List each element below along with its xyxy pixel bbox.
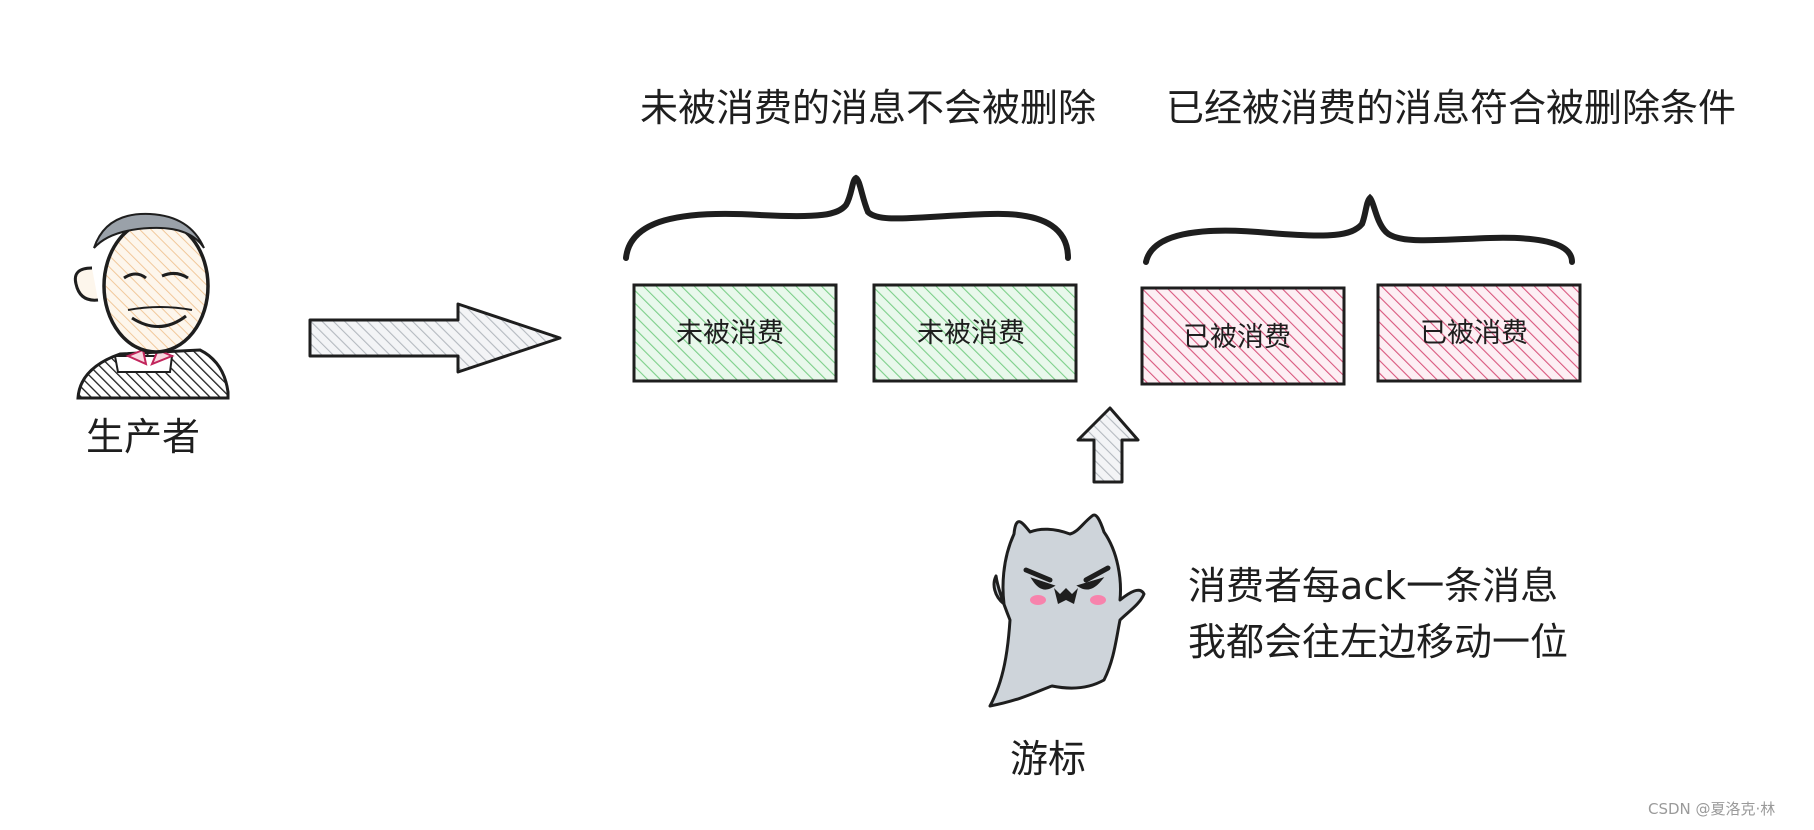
watermark-text: CSDN @夏洛克·林 bbox=[1648, 800, 1776, 818]
cursor-note-line1: 消费者每ack一条消息 bbox=[1188, 564, 1559, 608]
message-label: 未被消费 bbox=[676, 318, 784, 349]
cursor-arrow-icon bbox=[1076, 406, 1140, 484]
message-box bbox=[632, 283, 838, 383]
message-box bbox=[872, 283, 1078, 383]
cursor-note-line2: 我都会往左边移动一位 bbox=[1188, 620, 1569, 664]
unconsumed-group-caption: 未被消费的消息不会被删除 bbox=[640, 86, 1097, 130]
ghost-icon bbox=[988, 513, 1146, 708]
producer-arrow-icon bbox=[308, 302, 562, 374]
consumed-brace-icon bbox=[1143, 193, 1575, 265]
unconsumed-brace-icon bbox=[623, 174, 1071, 261]
message-box bbox=[1140, 286, 1346, 386]
message-label: 未被消费 bbox=[917, 318, 1025, 349]
message-box bbox=[1376, 283, 1582, 383]
consumed-group-caption: 已经被消费的消息符合被删除条件 bbox=[1166, 86, 1737, 130]
producer-avatar-icon bbox=[73, 212, 230, 400]
producer-label: 生产者 bbox=[86, 415, 201, 459]
message-label: 已被消费 bbox=[1420, 318, 1528, 349]
cursor-label: 游标 bbox=[1010, 737, 1087, 781]
message-label: 已被消费 bbox=[1183, 322, 1291, 353]
